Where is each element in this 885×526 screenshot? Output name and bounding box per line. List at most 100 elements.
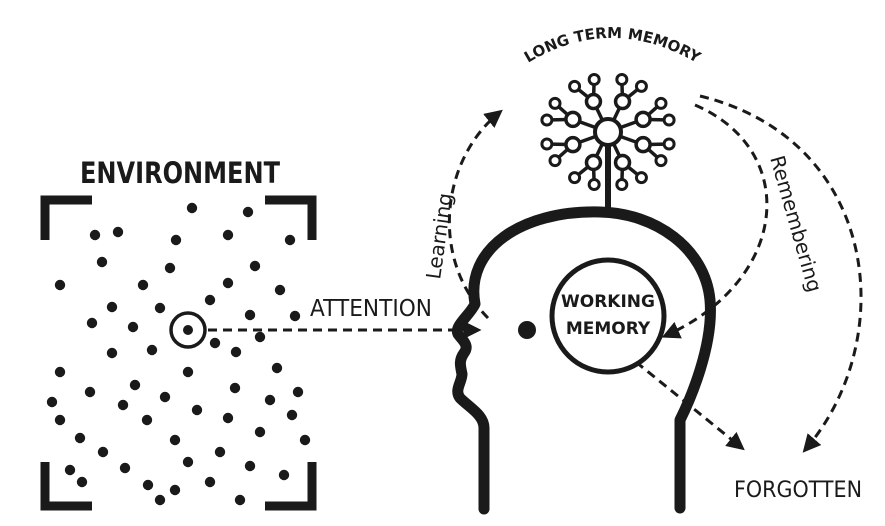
network-node: [613, 92, 632, 111]
network-node: [548, 96, 562, 110]
environment-stimuli: [46, 202, 311, 506]
stimulus-dot: [106, 347, 118, 359]
remembering-label: Remembering: [765, 153, 827, 295]
stimulus-dot: [222, 277, 234, 289]
stimulus-dot: [169, 434, 181, 446]
stimulus-dot: [169, 484, 181, 496]
stimulus-dot: [146, 344, 158, 356]
stimulus-dot: [278, 469, 290, 481]
stimulus-dot: [299, 434, 311, 446]
stimulus-dot: [129, 379, 141, 391]
stimulus-dot: [119, 462, 131, 474]
stimulus-dot: [254, 331, 266, 343]
stimulus-dot: [242, 206, 254, 218]
stimulus-dot: [84, 386, 96, 398]
stimulus-dot: [222, 412, 234, 424]
stimulus-dot: [106, 301, 118, 313]
stimulus-dot: [284, 234, 296, 246]
remembering-arrow: [661, 103, 769, 339]
network-node: [587, 73, 601, 87]
environment-frame: [40, 195, 317, 511]
stimulus-dot: [244, 309, 256, 321]
stimulus-dot: [86, 317, 98, 329]
working-memory-label-line2: MEMORY: [566, 319, 651, 339]
head-profile-icon: [451, 206, 716, 515]
stimulus-dot: [289, 310, 301, 322]
long-term-memory-label: LONG TERM MEMORY: [521, 24, 705, 67]
learning-arrow: [447, 109, 503, 320]
network-node: [593, 117, 623, 147]
network-node: [568, 171, 582, 185]
network-node: [615, 73, 629, 87]
stimulus-dot: [170, 234, 182, 246]
stimulus-dot: [54, 366, 66, 378]
learning-label: Learning: [421, 191, 457, 280]
stimulus-dot: [214, 446, 226, 458]
network-node: [634, 79, 648, 93]
network-node: [654, 154, 668, 168]
stimulus-dot: [97, 446, 109, 458]
stimulus-dot: [141, 414, 153, 426]
stimulus-dot: [137, 279, 149, 291]
network-node: [615, 177, 629, 191]
network-node: [662, 113, 676, 127]
stimulus-dot: [154, 494, 166, 506]
stimulus-dot: [164, 262, 176, 274]
stimulus-dot: [117, 399, 129, 411]
network-node: [568, 79, 582, 93]
network-node: [634, 135, 652, 154]
network-node: [587, 177, 601, 191]
stimulus-dot: [142, 479, 154, 491]
forgotten-label: FORGOTTEN: [734, 478, 862, 503]
network-node: [634, 110, 652, 129]
network-node: [540, 113, 554, 127]
neural-network-icon: [540, 73, 676, 191]
target-circle-icon: [169, 311, 207, 349]
stimulus-dot: [186, 202, 198, 214]
network-node: [654, 96, 668, 110]
stimulus-dot: [76, 476, 88, 488]
network-node: [634, 171, 648, 185]
stimulus-dot: [209, 337, 221, 349]
stimulus-dot: [229, 382, 241, 394]
eye-icon: [518, 321, 536, 339]
working-memory-circle: [549, 257, 667, 375]
stimulus-dot: [286, 409, 298, 421]
stimulus-dot: [64, 464, 76, 476]
stimulus-dot: [271, 362, 283, 374]
stimulus-dot: [54, 279, 66, 291]
network-node: [584, 92, 603, 111]
stimulus-dot: [127, 321, 139, 333]
stimulus-dot: [46, 396, 58, 408]
network-node: [548, 154, 562, 168]
network-node: [662, 137, 676, 151]
stimulus-dot: [154, 302, 166, 314]
corner-bracket-bottom-right: [265, 462, 317, 511]
stimulus-dot: [222, 229, 234, 241]
stimulus-dot: [254, 426, 266, 438]
stimulus-dot: [204, 294, 216, 306]
stimulus-dot: [264, 394, 276, 406]
stimulus-dot: [96, 256, 108, 268]
network-node: [564, 110, 582, 129]
stimulus-dot: [182, 456, 194, 468]
stimulus-dot: [159, 391, 171, 403]
stimulus-dot: [292, 386, 304, 398]
attention-label: ATTENTION: [310, 296, 432, 322]
stimulus-dot: [191, 404, 203, 416]
stimulus-dot: [54, 414, 66, 426]
stimulus-dot: [234, 494, 246, 506]
environment-title: ENVIRONMENT: [80, 156, 280, 190]
stimulus-dot: [112, 226, 124, 238]
network-node: [584, 153, 603, 172]
working-memory-label-line1: WORKING: [561, 292, 655, 312]
stimulus-dot: [204, 476, 216, 488]
stimulus-dot: [74, 432, 86, 444]
network-node: [613, 153, 632, 172]
stimulus-dot: [249, 260, 261, 272]
stimulus-dot: [274, 284, 286, 296]
working-forgotten-arrow: [635, 360, 745, 451]
stimulus-dot: [89, 229, 101, 241]
network-node: [540, 137, 554, 151]
